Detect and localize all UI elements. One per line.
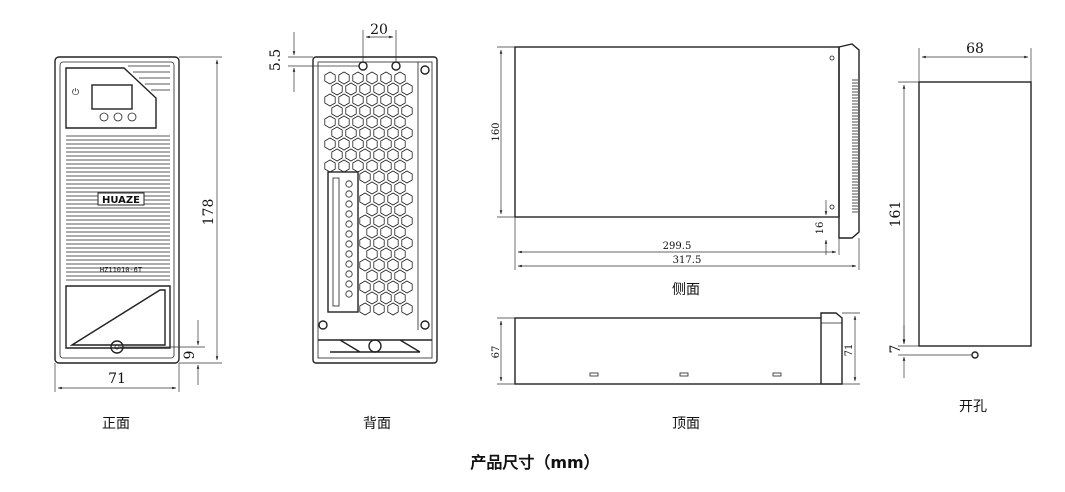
back-spacing-dim: 20 — [370, 22, 388, 38]
cutout-hole — [971, 351, 979, 359]
side-depth-total-dim: 317.5 — [673, 255, 702, 266]
side-body — [514, 46, 840, 218]
mount-hole-right — [391, 61, 401, 71]
top-vent-slots — [128, 65, 170, 91]
cutout-outline — [918, 81, 1032, 347]
front-caption: 正面 — [102, 416, 130, 432]
top-view: 67 71 顶面 — [491, 312, 860, 432]
side-depth-inner-dim: 299.5 — [663, 241, 692, 252]
drawing-title: 产品尺寸（mm） — [470, 453, 599, 472]
panel-buttons — [99, 112, 137, 122]
top-body — [514, 317, 822, 385]
mount-hole-left — [358, 61, 368, 71]
front-height-dim: 178 — [201, 199, 217, 226]
lcd-display — [91, 84, 133, 110]
front-lower-panel — [69, 289, 166, 346]
side-view: 160 299.5 317.5 16 侧面 — [491, 43, 860, 298]
back-view: 20 5.5 背面 — [268, 22, 438, 432]
top-front-panel — [820, 312, 843, 385]
front-view: ⏻ HUAZE HZ11010-6T 178 71 9 正面 — [54, 56, 222, 432]
panel-icons: ⏻ — [72, 87, 79, 98]
hex-vent-grid — [324, 71, 413, 316]
terminal-screws — [345, 180, 353, 298]
cutout-view: 68 161 7 开孔 — [888, 41, 1032, 415]
side-caption: 侧面 — [672, 282, 700, 298]
side-bottom-dim: 16 — [815, 222, 826, 235]
cutout-bottom-dim: 7 — [888, 345, 904, 354]
heatsink-fins — [66, 135, 170, 281]
cutout-height-dim: 161 — [888, 201, 904, 228]
cutout-caption: 开孔 — [959, 399, 987, 415]
front-control-panel — [65, 67, 157, 129]
top-right-dim: 71 — [844, 344, 855, 357]
top-left-dim: 67 — [491, 346, 502, 359]
model-label: HZ11010-6T — [100, 266, 143, 274]
back-offset-dim: 5.5 — [268, 49, 284, 71]
back-caption: 背面 — [363, 416, 391, 432]
cutout-width-dim: 68 — [966, 41, 984, 57]
back-ground-screw — [368, 339, 382, 353]
front-width-dim: 71 — [108, 371, 126, 387]
side-height-dim: 160 — [491, 122, 502, 141]
brand-plate — [97, 192, 145, 206]
top-caption: 顶面 — [672, 416, 700, 432]
brand-label: HUAZE — [102, 195, 140, 206]
terminal-block — [327, 171, 359, 313]
side-fins — [852, 79, 858, 213]
front-bottom-dim: 9 — [182, 351, 198, 360]
